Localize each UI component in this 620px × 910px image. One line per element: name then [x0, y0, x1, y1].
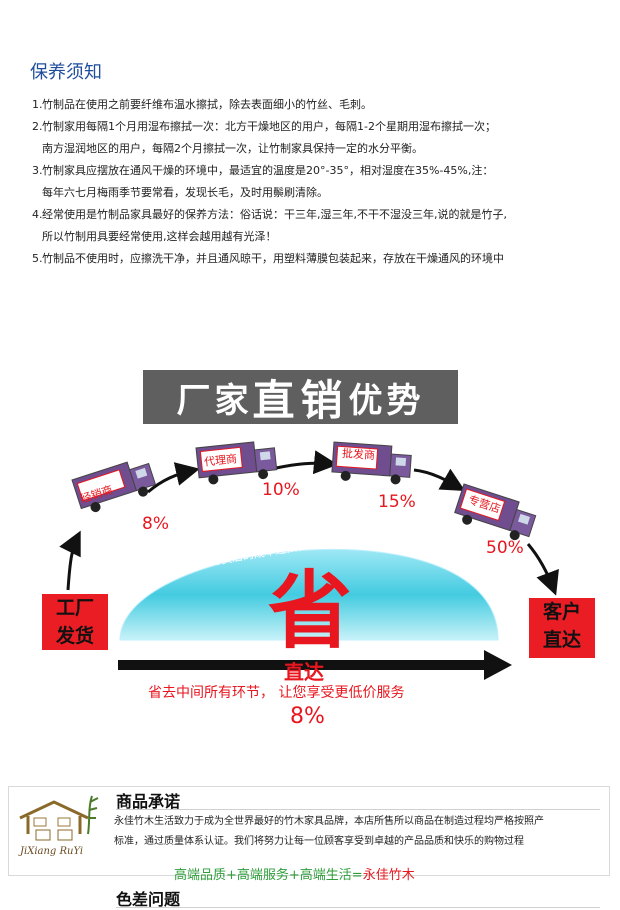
- percent-store: 50%: [486, 538, 524, 558]
- promise-box: [8, 786, 610, 876]
- direct-arrow-shaft: [118, 660, 488, 670]
- customer-box: 客户 直达: [529, 598, 595, 658]
- promise-title: 商品承诺: [116, 792, 181, 811]
- care-title: 保养须知: [30, 62, 102, 83]
- logo-text: JiXiang RuYi: [20, 846, 84, 857]
- care-item-line: 竹制家用每隔1个月用湿布擦拭一次：北方干燥地区的用户，每隔1-2个星期用湿布擦拭…: [42, 120, 496, 133]
- arrow-agent-to-wholesaler: [275, 450, 338, 475]
- care-list: 1.竹制品在使用之前要纤维布温水擦拭，除去表面细小的竹丝、毛刺。2.竹制家用每隔…: [32, 94, 602, 270]
- factory-line2: 发货: [55, 625, 94, 647]
- banner-part3: 优势: [348, 380, 425, 421]
- arrow-wholesaler-to-store: [413, 468, 466, 491]
- care-item: 2.竹制家用每隔1个月用湿布擦拭一次：北方干燥地区的用户，每隔1-2个星期用湿布…: [32, 116, 602, 160]
- arrow-store-to-customer: [526, 543, 559, 596]
- quality-prefix: 高端品质+高端服务+高端生活=: [174, 868, 363, 883]
- percent-wholesaler: 15%: [378, 492, 416, 512]
- truck-agent: [195, 441, 278, 485]
- save-char: 省: [268, 562, 353, 660]
- promise-text-line2: 标准，通过质量体系认证。我们将努力让每一位顾客享受到卓越的产品品质和快乐的购物过…: [114, 836, 524, 847]
- cost-dome: [119, 549, 499, 641]
- supply-chain-diagram: [59, 441, 559, 680]
- promise-text: 永佳竹木生活致力于成为全世界最好的竹木家具品牌，本店所售所以商品在制造过程均严格…: [114, 812, 610, 852]
- percent-distributor: 8%: [142, 514, 169, 534]
- care-item-number: 4.: [32, 208, 43, 221]
- care-item-line: 南方湿润地区的用户，每隔2个月擦拭一次，让竹制家具保持一定的水分平衡。: [42, 142, 423, 155]
- care-item: 5.竹制品不使用时，应擦洗干净，并且通风晾干，用塑料薄膜包装起来，存放在干燥通风…: [32, 248, 602, 270]
- customer-line1: 客户: [542, 601, 581, 623]
- care-item-number: 2.: [32, 120, 43, 133]
- slogan: 省去中间所有环节， 让您享受更低价服务: [148, 685, 405, 701]
- direct-arrow-head: [484, 650, 512, 680]
- banner-part2: 直销: [252, 375, 349, 425]
- quality-slogan: 高端品质+高端服务+高端生活=永佳竹木: [174, 864, 415, 883]
- save-percent: 8%: [290, 704, 325, 729]
- promise-divider: [116, 809, 600, 810]
- truck-label-agent: 代理商: [203, 452, 238, 469]
- percent-agent: 10%: [262, 480, 300, 500]
- care-item-line: 竹制家具应摆放在通风干燥的环境中，最适宜的温度是20°-35°，相对湿度在35%…: [42, 164, 494, 177]
- care-item: 1.竹制品在使用之前要纤维布温水擦拭，除去表面细小的竹丝、毛刺。: [32, 94, 602, 116]
- care-item-line: 经常使用是竹制品家具最好的保养方法：俗话说：干三年,湿三年,不干不湿没三年,说的…: [42, 208, 507, 221]
- arrow-factory-to-distributor: [59, 530, 81, 591]
- brand-logo: [19, 795, 99, 841]
- quality-brand: 永佳竹木: [362, 868, 415, 883]
- banner: 厂家 直销 优势: [143, 370, 458, 425]
- banner-part1: 厂家: [176, 380, 253, 421]
- care-item-line: 所以竹制用具要经常使用,这样会越用越有光泽！: [42, 230, 277, 243]
- care-item-line: 竹制品在使用之前要纤维布温水擦拭，除去表面细小的竹丝、毛刺。: [42, 98, 372, 111]
- care-item-number: 3.: [32, 164, 43, 177]
- care-item-line: 竹制品不使用时，应擦洗干净，并且通风晾干，用塑料薄膜包装起来，存放在干燥通风的环…: [42, 252, 504, 265]
- arrow-distributor-to-agent: [147, 462, 200, 494]
- truck-distributor: [71, 461, 157, 513]
- factory-line1: 工厂: [55, 597, 94, 619]
- customer-line2: 直达: [542, 629, 581, 651]
- truck-wholesaler: [331, 441, 412, 485]
- care-item-number: 5.: [32, 252, 43, 265]
- truck-label-wholesaler: 批发商: [341, 446, 376, 463]
- care-item: 3.竹制家具应摆放在通风干燥的环境中，最适宜的温度是20°-35°，相对湿度在3…: [32, 160, 602, 204]
- care-item: 4.经常使用是竹制品家具最好的保养方法：俗话说：干三年,湿三年,不干不湿没三年,…: [32, 204, 602, 248]
- color-diff-title: 色差问题: [116, 890, 181, 909]
- care-item-number: 1.: [32, 98, 43, 111]
- care-item-line: 每年六七月梅雨季节要常看，发现长毛，及时用鬃刷清除。: [42, 186, 328, 199]
- promise-text-line1: 永佳竹木生活致力于成为全世界最好的竹木家具品牌，本店所售所以商品在制造过程均严格…: [114, 816, 544, 827]
- direct-label: 直达: [284, 660, 324, 684]
- factory-box: 工厂 发货: [42, 594, 108, 650]
- truck-store: [454, 483, 537, 541]
